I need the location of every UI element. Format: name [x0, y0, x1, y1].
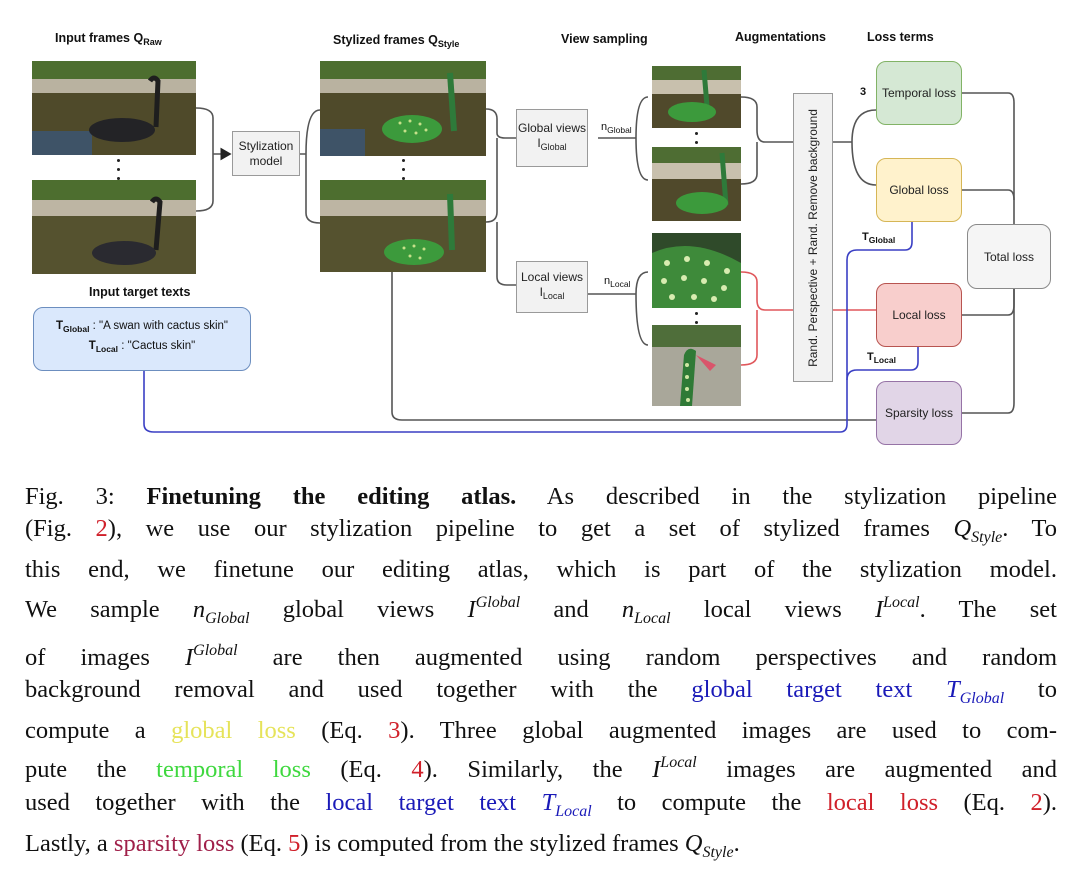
- wire-global-to-total: [962, 189, 1015, 201]
- wire-aug-to-global-losses: [833, 109, 877, 186]
- global-crop-photo-icon: [652, 147, 741, 221]
- cactus-swan-photo-icon: [320, 61, 486, 156]
- global-loss-box: Global loss: [876, 158, 962, 222]
- local-loss-box: Local loss: [876, 283, 962, 347]
- global-loss-link[interactable]: global loss: [171, 717, 296, 745]
- local-view-image-1: [652, 233, 741, 308]
- local-loss-link[interactable]: local loss: [826, 788, 939, 816]
- target-text-local: TLocal : "Cactus skin": [88, 340, 196, 354]
- stylized-frame-image-1: [320, 61, 486, 156]
- pipeline-figure: Input frames QRaw Stylized frames QStyle…: [32, 30, 1051, 445]
- caption-line: pute the temporal loss (Eq. 4). Similarl…: [25, 754, 1057, 784]
- global-crop-photo-icon: [652, 66, 741, 128]
- total-loss-box: Total loss: [967, 224, 1051, 289]
- caption-title: Finetuning the editing atlas.: [146, 483, 517, 510]
- temporal-loss-box: Temporal loss: [876, 61, 962, 125]
- ellipsis-dots: [402, 159, 405, 186]
- sparsity-loss-link[interactable]: sparsity loss: [113, 829, 235, 857]
- header-input-frames: Input frames QRaw: [55, 31, 162, 47]
- wire-local-to-total: [962, 289, 1015, 316]
- wire-input-brace: [195, 107, 214, 212]
- n-global-label: nGlobal: [601, 121, 632, 135]
- cactus-swan-photo-icon: [320, 180, 486, 272]
- equation-reference-link[interactable]: 4: [411, 756, 424, 784]
- wire-model-brace: [300, 109, 321, 224]
- figure-caption: Fig. 3: Finetuning the editing atlas. As…: [25, 481, 1057, 869]
- black-swan-photo-icon: [32, 61, 196, 155]
- cactus-texture-photo-icon: [652, 233, 741, 308]
- caption-line: this end, we finetune our editing atlas,…: [25, 556, 1057, 584]
- wire-texts-main: [143, 222, 913, 433]
- wire-style-to-local: [485, 138, 516, 286]
- caption-line: of images IGlobal are then augmented usi…: [25, 641, 1058, 671]
- cactus-neck-photo-icon: [652, 325, 741, 406]
- temporal-loss-link[interactable]: temporal loss: [156, 756, 311, 784]
- stylized-frame-image-2: [320, 180, 486, 272]
- caption-line: compute a global loss (Eq. 3). Three glo…: [25, 717, 1057, 745]
- t-local-edge-label: TLocal: [867, 351, 896, 365]
- wire-style-to-sparsity: [391, 272, 876, 421]
- header-input-target-texts: Input target texts: [89, 285, 191, 299]
- ellipsis-dots: [695, 312, 698, 330]
- equation-reference-link[interactable]: 5: [288, 829, 301, 857]
- wire-sparsity-to-total: [962, 289, 1015, 414]
- global-target-text-link[interactable]: global target text TGlobal: [691, 676, 1005, 708]
- temporal-count-label: 3: [860, 86, 867, 98]
- header-augmentations: Augmentations: [735, 30, 826, 44]
- wire-global-brace: [598, 96, 649, 181]
- global-view-image-2: [652, 147, 741, 221]
- connector-wires: [143, 92, 1015, 433]
- caption-line: We sample nGlobal global views IGlobal a…: [25, 593, 1057, 627]
- input-frame-image-2: [32, 180, 196, 274]
- caption-line: Lastly, a sparsity loss (Eq. 5) is compu…: [25, 829, 740, 861]
- global-view-image-1: [652, 66, 741, 128]
- header-stylized-frames: Stylized frames QStyle: [333, 33, 460, 49]
- ellipsis-dots: [695, 132, 698, 150]
- wire-localcrops-aug: [740, 271, 793, 366]
- sparsity-loss-box: Sparsity loss: [876, 381, 962, 445]
- wire-globalcrops-aug: [740, 96, 793, 185]
- caption-line: used together with the local target text…: [25, 788, 1058, 820]
- caption-line: background removal and used together wit…: [25, 676, 1057, 708]
- target-text-global: TGlobal : "A swan with cactus skin": [55, 320, 229, 334]
- target-texts-box: TGlobal : "A swan with cactus skin" TLoc…: [33, 307, 251, 371]
- t-global-edge-label: TGlobal: [862, 231, 896, 245]
- caption-line: Fig. 3: Finetuning the editing atlas. As…: [25, 483, 1057, 510]
- figure-reference-link[interactable]: 2: [95, 515, 108, 543]
- header-view-sampling: View sampling: [561, 32, 648, 46]
- wire-tlocal: [846, 347, 919, 381]
- equation-reference-link[interactable]: 3: [388, 717, 401, 745]
- header-loss-terms: Loss terms: [867, 30, 934, 44]
- local-target-text-link[interactable]: local target text TLocal: [325, 788, 592, 820]
- wire-temporal-to-total: [962, 92, 1015, 224]
- equation-reference-link[interactable]: 2: [1030, 788, 1043, 816]
- n-local-label: nLocal: [604, 275, 631, 289]
- ellipsis-dots: [117, 159, 120, 186]
- wire-style-to-global: [485, 108, 516, 139]
- black-swan-photo-icon: [32, 180, 196, 274]
- caption-line: (Fig. 2), we use our stylization pipelin…: [25, 515, 1058, 547]
- augmentation-box: Rand. Perspective + Rand. Remove backgro…: [793, 93, 833, 382]
- input-frame-image-1: [32, 61, 196, 155]
- local-view-image-2: [652, 325, 741, 406]
- wire-local-brace: [588, 271, 649, 346]
